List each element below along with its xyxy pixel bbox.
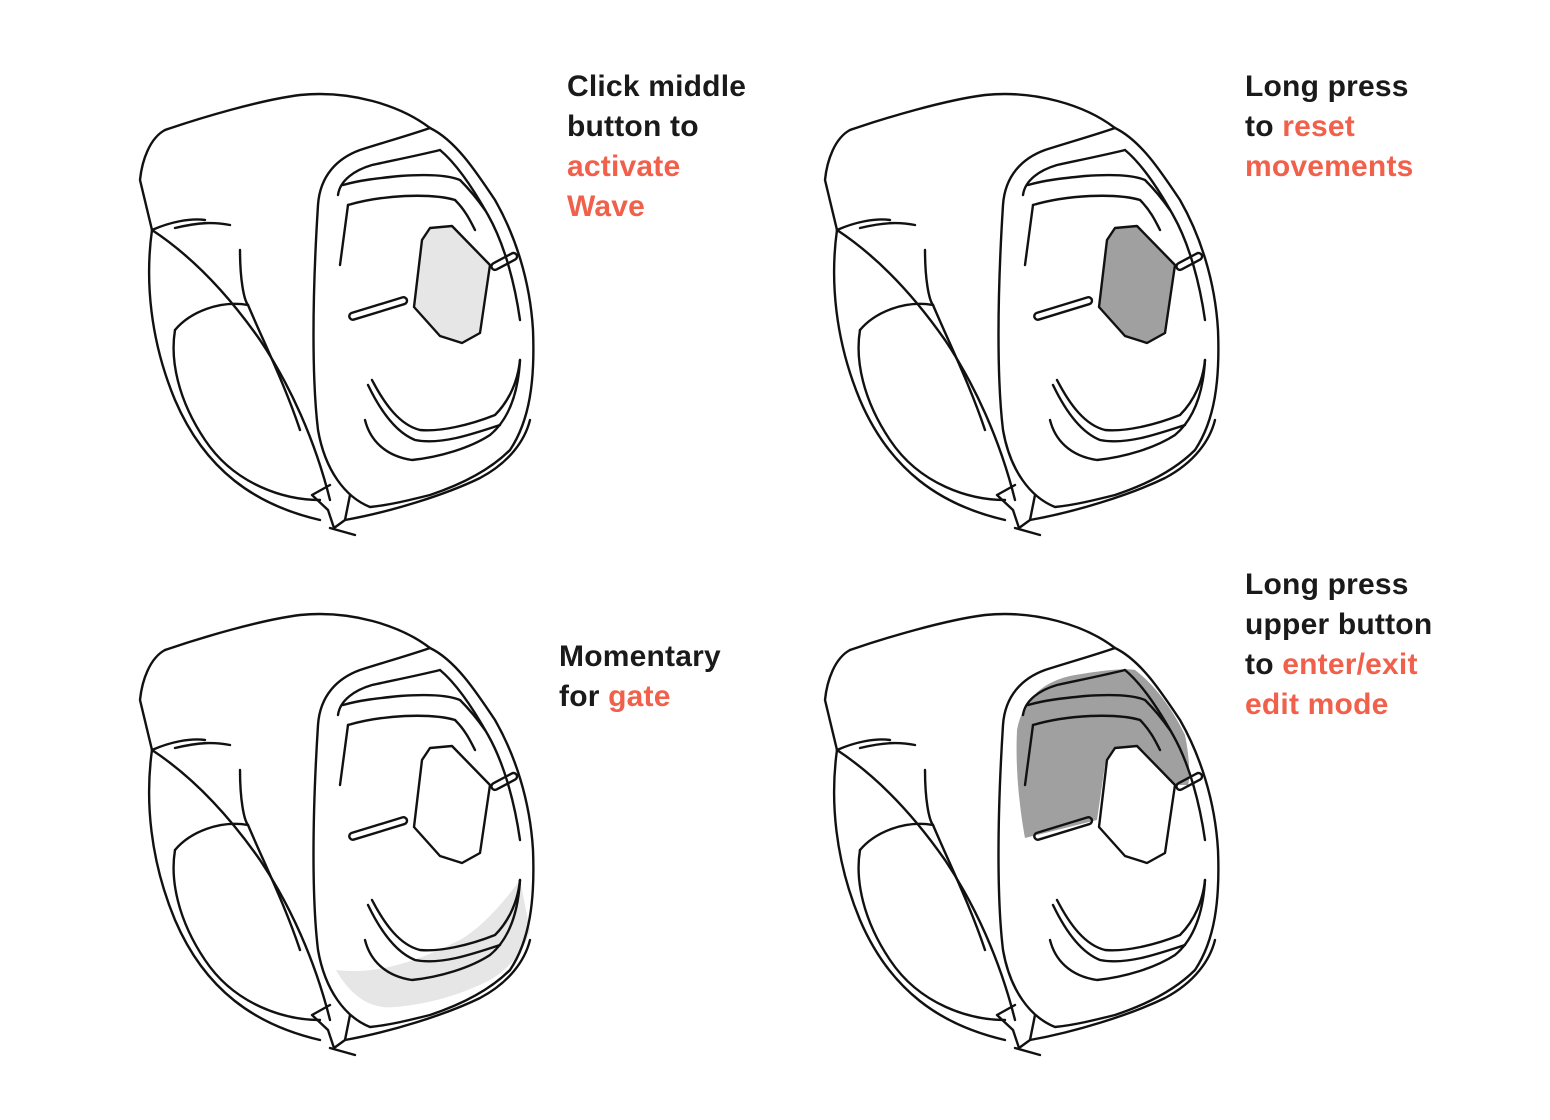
caption-reset-movements: Long press to reset movements [1245, 67, 1414, 187]
caption-momentary-gate: Momentary for gate [559, 637, 721, 717]
caption-prefix: to [1245, 110, 1283, 143]
caption-accent-text: enter/exit [1282, 648, 1418, 681]
caption-accent-text: reset [1282, 110, 1355, 143]
caption-accent-text: Wave [567, 190, 646, 223]
ring-panel-1 [138, 92, 535, 537]
caption-line: to enter/exit [1245, 645, 1432, 685]
caption-line: Long press [1245, 70, 1409, 103]
caption-line: Momentary [559, 640, 721, 673]
caption-edit-mode: Long press upper button to enter/exit ed… [1245, 565, 1432, 725]
caption-accent-text: activate [567, 150, 681, 183]
caption-line: upper button [1245, 608, 1433, 641]
ring-panel-4 [823, 612, 1220, 1057]
caption-line: button to [567, 110, 699, 143]
caption-line: Click middle [567, 70, 747, 103]
caption-line: to reset [1245, 107, 1414, 147]
caption-prefix: to [1245, 648, 1283, 681]
middle-button-highlight [1099, 226, 1175, 343]
caption-prefix: for [559, 680, 609, 713]
middle-button-highlight [414, 226, 490, 343]
caption-activate-wave: Click middle button to activate Wave [567, 67, 746, 227]
caption-accent-text: gate [608, 680, 671, 713]
caption-line: Long press [1245, 568, 1409, 601]
caption-line: for gate [559, 677, 721, 717]
ring-panel-3 [138, 612, 535, 1057]
caption-accent-text: movements [1245, 150, 1414, 183]
caption-accent-text: edit mode [1245, 688, 1389, 721]
ring-panel-2 [823, 92, 1220, 537]
